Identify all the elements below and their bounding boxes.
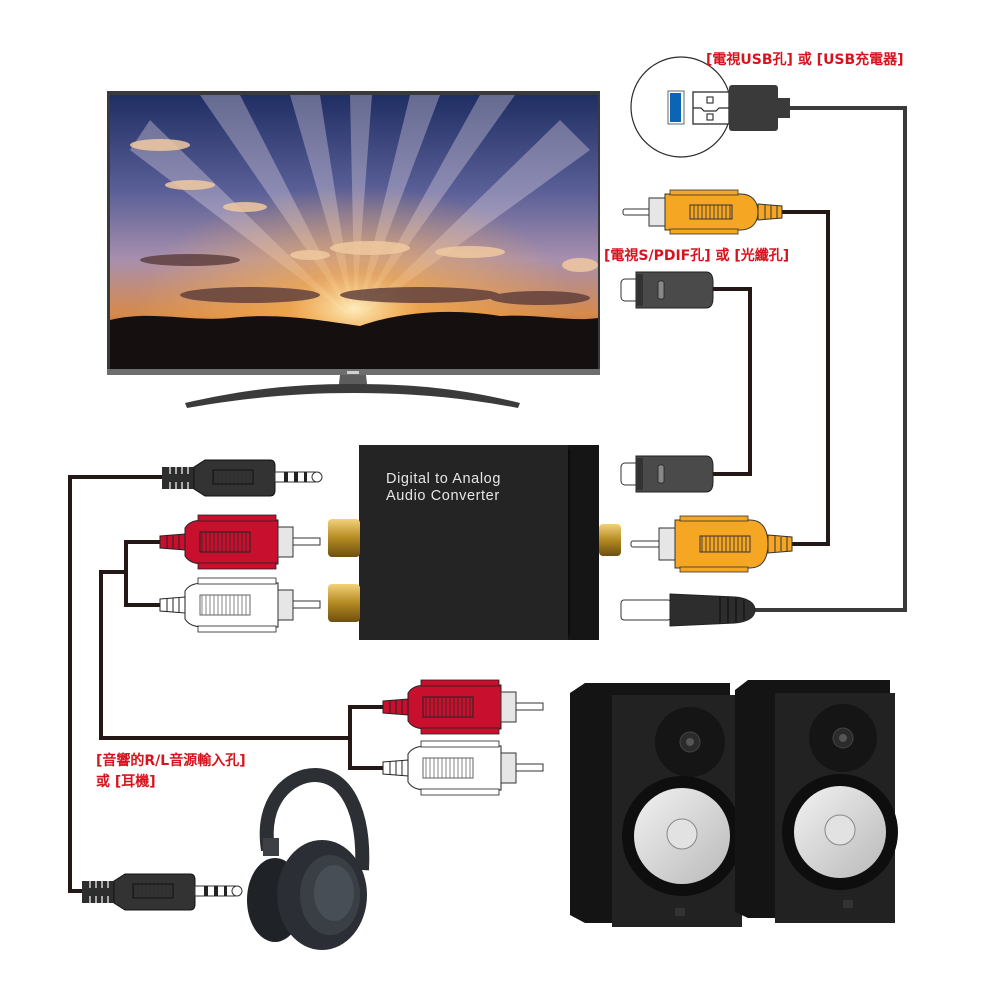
jack-35mm-top bbox=[162, 459, 323, 497]
tv-logo bbox=[347, 371, 359, 374]
rca-white-plug-right bbox=[382, 740, 544, 796]
wire-rca-right-split bbox=[348, 705, 383, 770]
wire-optical bbox=[712, 287, 752, 476]
output-label-line1: [音響的R/L音源輸入孔] bbox=[96, 753, 246, 769]
tv bbox=[107, 91, 600, 408]
coaxial-plug-top bbox=[622, 189, 783, 235]
wire-usb-power bbox=[755, 106, 907, 612]
jack-35mm-bottom bbox=[82, 873, 243, 911]
dc-power-plug bbox=[620, 593, 756, 627]
output-label-line2: 或 [耳機] bbox=[96, 774, 156, 790]
wire-rca-left-split bbox=[124, 540, 160, 607]
coaxial-plug-bottom bbox=[630, 515, 793, 573]
converter-label-line1: Digital to Analog bbox=[386, 471, 501, 487]
wires bbox=[68, 106, 907, 893]
wire-rca-to-rca bbox=[99, 570, 350, 740]
wire-35mm-to-35mm bbox=[68, 475, 162, 893]
tv-hills bbox=[110, 311, 598, 369]
usb-blue-insert bbox=[670, 93, 681, 122]
spdif-source-label: [電視S/PDIF孔] 或 [光纖孔] bbox=[604, 248, 790, 264]
converter-box bbox=[328, 445, 621, 640]
converter-coaxial-in bbox=[599, 524, 621, 556]
headphones-band bbox=[259, 767, 370, 871]
usb-plug-housing bbox=[729, 85, 778, 131]
headphones bbox=[247, 767, 370, 950]
converter-side bbox=[568, 445, 599, 640]
rca-red-plug-right bbox=[382, 679, 544, 735]
speaker-left bbox=[570, 683, 742, 927]
tv-clouds bbox=[130, 139, 598, 272]
converter-rca-out-right bbox=[328, 584, 360, 622]
wire-coaxial bbox=[782, 210, 830, 546]
rca-white-plug-left bbox=[159, 577, 321, 633]
converter-rca-out-left bbox=[328, 519, 360, 557]
rca-red-plug-left bbox=[159, 514, 321, 570]
usb-source-label: [電視USB孔] 或 [USB充電器] bbox=[706, 52, 904, 68]
optical-plug-bottom bbox=[620, 455, 714, 493]
speaker-right bbox=[735, 680, 898, 923]
optical-plug-top bbox=[620, 271, 714, 309]
tv-stand-base bbox=[185, 384, 520, 408]
converter-label-line2: Audio Converter bbox=[386, 488, 500, 504]
usb-port bbox=[630, 56, 790, 158]
